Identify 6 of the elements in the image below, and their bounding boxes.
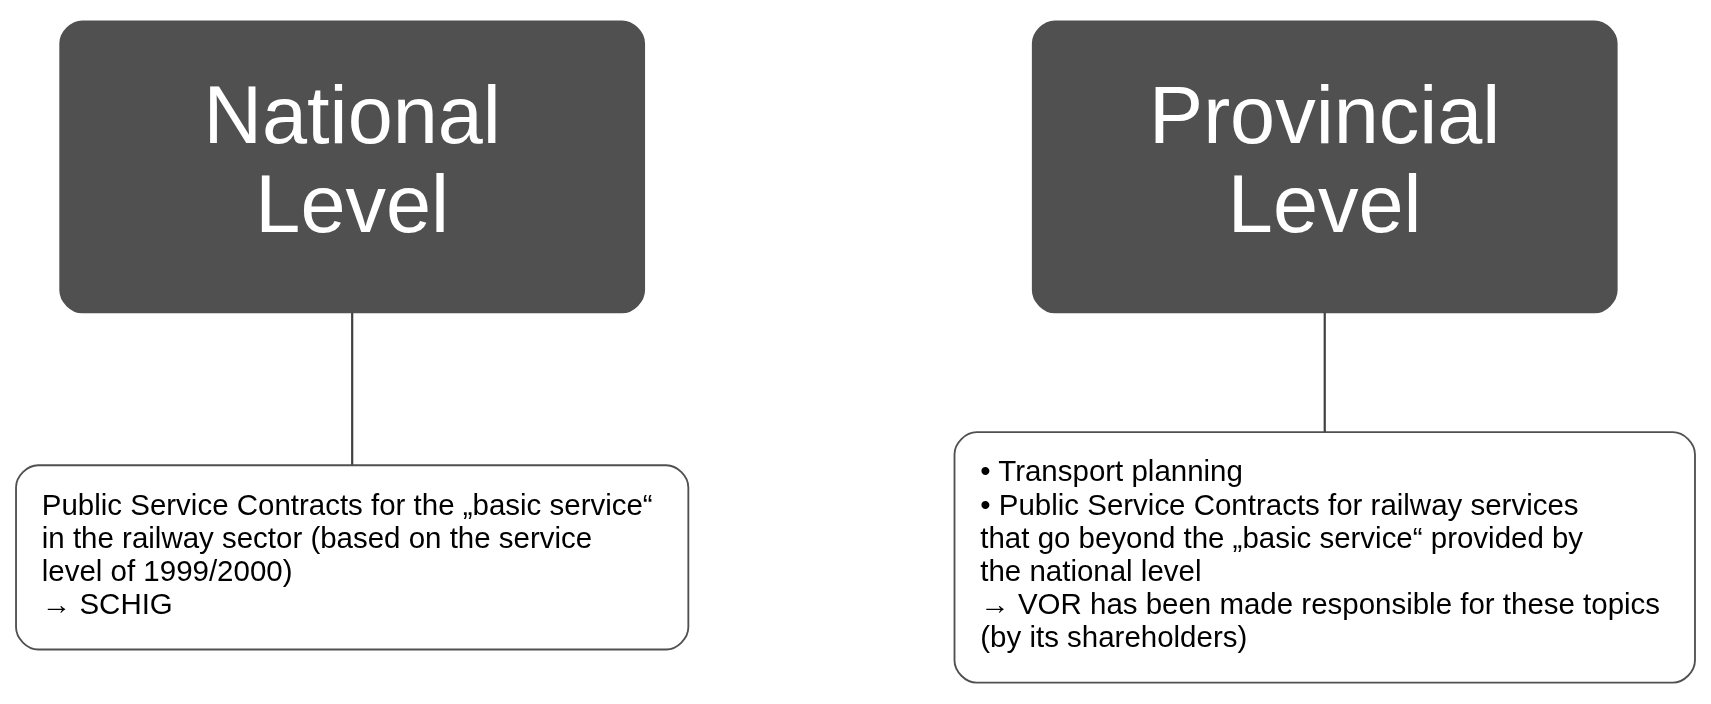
connector (351, 312, 354, 465)
node-box: Provincial Level (1031, 20, 1618, 314)
connector (1323, 312, 1326, 433)
node-box: Public Service Contracts for the „basic service“ in the railway sector (based on the service level of 1999/2000) → SCHIG (15, 464, 690, 651)
node-box: National Level (59, 20, 646, 314)
node-box: • Transport planning • Public Service Contracts for railway services that go beyond the „basic service“ provided by the national level → VOR has been made responsible for these topics (by its shareholders) (953, 431, 1696, 684)
